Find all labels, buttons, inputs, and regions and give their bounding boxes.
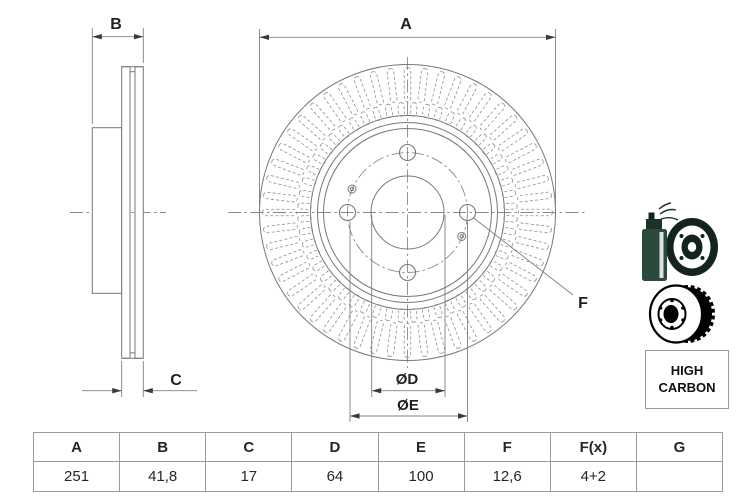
hat-outer-circle	[323, 128, 492, 297]
spec-value-cell: 4+2	[549, 461, 637, 492]
bolt-circle	[347, 152, 468, 273]
vented-disc-icon	[648, 282, 717, 346]
spec-table: A B C D E F F(x) G 251 41,8 17 64 100 12…	[32, 432, 724, 492]
coated-disc-spray-icon	[642, 202, 718, 281]
dim-label-oe: ØE	[397, 397, 419, 414]
outer-diameter-circle	[259, 64, 556, 361]
spec-header-cell: F	[463, 432, 551, 462]
friction-band-inner-circle	[310, 115, 505, 310]
spec-value-cell: 251	[32, 461, 121, 492]
dim-label-a: A	[400, 16, 412, 33]
spec-value-cell: 64	[291, 461, 379, 492]
side-view	[70, 66, 166, 359]
center-bore-circle	[370, 175, 445, 250]
bolt-hole-top	[398, 143, 417, 162]
spec-header-cell: F(x)	[549, 432, 637, 462]
dim-label-b: B	[110, 16, 122, 33]
dimension-d	[371, 215, 446, 397]
spec-value-cell: 100	[377, 461, 465, 492]
spec-value-cell: 12,6	[463, 461, 551, 492]
spec-value-cell: 41,8	[119, 461, 207, 492]
dimension-e	[349, 221, 468, 422]
front-view	[228, 57, 586, 368]
spec-value-cell: 17	[205, 461, 293, 492]
spec-header-cell: G	[635, 432, 724, 462]
high-carbon-badge: HIGH CARBON	[645, 350, 729, 409]
dimension-b	[91, 28, 144, 124]
dimension-a	[259, 29, 556, 206]
pin-hole-lower-right	[457, 232, 467, 241]
spec-header-cell: E	[377, 432, 465, 462]
dim-label-f: F	[578, 295, 588, 312]
bolt-hole-bottom	[398, 263, 417, 282]
side-hat-outline	[91, 127, 123, 294]
side-plate-inner	[121, 66, 131, 359]
bolt-hole-left	[338, 203, 357, 222]
hat-step-circle	[317, 122, 498, 303]
technical-drawing: B C	[70, 16, 718, 422]
spec-value-row: 251 41,8 17 64 100 12,6 4+2	[32, 461, 724, 492]
side-plate-outer	[134, 66, 144, 359]
dimension-c	[82, 361, 197, 397]
dim-label-od: ØD	[396, 371, 419, 388]
dim-label-c: C	[170, 372, 182, 389]
leader-f	[472, 217, 574, 296]
spray-can-icon	[642, 202, 679, 281]
vent-slot-pattern	[262, 67, 553, 358]
spec-header-cell: B	[119, 432, 207, 462]
bolt-hole-right	[458, 203, 477, 222]
spec-header-row: A B C D E F F(x) G	[32, 432, 724, 462]
pin-hole-upper-left	[347, 184, 357, 194]
spec-header-cell: D	[291, 432, 379, 462]
spec-value-cell	[635, 461, 724, 492]
spec-header-cell: C	[205, 432, 293, 462]
spec-header-cell: A	[32, 432, 121, 462]
